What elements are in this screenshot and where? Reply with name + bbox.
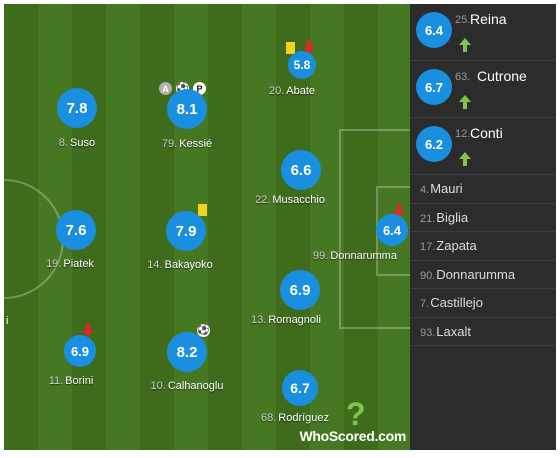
player-number: 8. bbox=[58, 137, 69, 149]
rating-bubble: 7.8 bbox=[57, 88, 97, 128]
rating-bubble: 6.7 bbox=[416, 69, 452, 105]
player-name: Bakayoko bbox=[164, 259, 213, 271]
player-number: 10. bbox=[150, 380, 166, 392]
player-label: 19.Piatek bbox=[10, 258, 130, 270]
bench-player[interactable]: 90.Donnarumma bbox=[410, 261, 556, 289]
player-label: 11.Borini bbox=[11, 375, 131, 387]
sub-in-row[interactable]: 6.7 63. Cutrone bbox=[410, 61, 556, 118]
whoscored-watermark: ? WhoScored.com bbox=[284, 396, 406, 444]
player-label: 22.Musacchio bbox=[230, 194, 350, 206]
player-name: Conti bbox=[470, 125, 503, 141]
player-number: 90. bbox=[420, 269, 436, 282]
player-name: Donnarumma bbox=[436, 266, 516, 282]
bench-player[interactable]: 7.Castillejo bbox=[410, 289, 556, 318]
rating-bubble: 6.6 bbox=[281, 150, 321, 190]
player-number: 7. bbox=[420, 298, 430, 310]
player-number: 25. bbox=[455, 14, 471, 26]
yellow-card-icon bbox=[286, 42, 295, 54]
bench-player[interactable]: 4.Mauri bbox=[410, 175, 556, 204]
player-number: 63. bbox=[455, 71, 471, 83]
player-name: Musacchio bbox=[272, 194, 325, 206]
goal-ball-icon: ⚽ bbox=[197, 324, 210, 337]
sub-in-arrow-icon bbox=[459, 95, 471, 109]
bench-player[interactable]: 93.Laxalt bbox=[410, 318, 556, 346]
player-name: Borini bbox=[65, 375, 94, 387]
player-number: 93. bbox=[420, 326, 436, 339]
player-label: 10.Calhanoglu bbox=[127, 380, 247, 392]
player-name: Rodríguez bbox=[278, 412, 330, 424]
player-label: 8.Suso bbox=[17, 137, 137, 149]
rating-bubble: 7.6 bbox=[56, 210, 96, 250]
pitch: 7.8 8.Suso A ⚽ P 8.1 79.Kessié 5.8 20.Ab… bbox=[4, 4, 412, 450]
player-name: Suso bbox=[70, 137, 96, 149]
player-label: 14.Bakayoko bbox=[120, 259, 240, 271]
player-number: 14. bbox=[147, 259, 163, 271]
player-name: Biglia bbox=[436, 209, 469, 225]
sub-in-arrow-icon bbox=[459, 38, 471, 52]
rating-bubble: 5.8 bbox=[288, 51, 316, 79]
whoscored-text: WhoScored.com bbox=[299, 428, 406, 444]
rating-bubble: 8.2 bbox=[167, 332, 207, 372]
rating-bubble: 6.9 bbox=[64, 335, 96, 367]
bench-player[interactable]: 21.Biglia bbox=[410, 204, 556, 232]
center-circle bbox=[4, 179, 64, 299]
sub-in-row[interactable]: 6.2 12. Conti bbox=[410, 118, 556, 175]
sub-out-arrow-icon bbox=[82, 323, 94, 337]
player-number: 4. bbox=[420, 184, 430, 196]
rating-bubble: 6.7 bbox=[282, 370, 318, 406]
rating-bubble: 8.1 bbox=[167, 89, 207, 129]
rating-bubble: 7.9 bbox=[166, 211, 206, 251]
player-number: 13. bbox=[251, 314, 267, 326]
player-name: Reina bbox=[470, 11, 507, 27]
player-name: Laxalt bbox=[436, 323, 471, 339]
player-number: 99. bbox=[313, 250, 329, 262]
whoscored-logo-icon: ? bbox=[346, 396, 366, 432]
player-number: 20. bbox=[268, 85, 285, 97]
penalty-box bbox=[339, 129, 410, 329]
player-name: Donnarumma bbox=[330, 250, 397, 262]
player-name: Piatek bbox=[63, 258, 94, 270]
offscreen-label-fragment: i bbox=[6, 315, 9, 327]
rating-bubble: 6.2 bbox=[416, 126, 452, 162]
rating-bubble: 6.9 bbox=[280, 270, 320, 310]
yellow-card-icon bbox=[198, 204, 207, 216]
player-name: Castillejo bbox=[430, 295, 483, 310]
player-name: Calhanoglu bbox=[167, 380, 224, 392]
substitutes-panel: 6.4 25. Reina 6.7 63. Cutrone 6.2 12. Co… bbox=[410, 4, 556, 450]
player-name: Abate bbox=[286, 85, 316, 97]
player-label: 99.Donnarumma bbox=[295, 250, 410, 262]
player-number: 11. bbox=[48, 375, 64, 387]
player-number: 21. bbox=[420, 212, 436, 225]
sub-out-arrow-icon bbox=[303, 40, 315, 54]
player-number: 12. bbox=[455, 128, 471, 140]
player-label: 79.Kessié bbox=[127, 138, 247, 150]
player-name: Mauri bbox=[430, 181, 463, 196]
sub-in-arrow-icon bbox=[459, 152, 471, 166]
player-name: Cutrone bbox=[477, 68, 527, 84]
player-number: 22. bbox=[255, 194, 271, 206]
player-name: Zapata bbox=[436, 238, 477, 253]
player-label: 68.Rodríguez bbox=[235, 412, 355, 424]
assist-icon: A bbox=[159, 82, 172, 95]
sub-in-row[interactable]: 6.4 25. Reina bbox=[410, 4, 556, 61]
rating-bubble: 6.4 bbox=[416, 12, 452, 48]
rating-bubble: 6.4 bbox=[376, 214, 408, 246]
player-number: 19. bbox=[46, 258, 62, 270]
player-label: 13.Romagnoli bbox=[226, 314, 346, 326]
player-number: 79. bbox=[161, 138, 178, 150]
player-number: 68. bbox=[260, 412, 277, 424]
player-name: Kessié bbox=[179, 138, 213, 150]
bench-player[interactable]: 17.Zapata bbox=[410, 232, 556, 261]
player-label: 20.Abate bbox=[232, 85, 352, 97]
player-name: Romagnoli bbox=[268, 314, 321, 326]
player-number: 17. bbox=[420, 241, 436, 253]
